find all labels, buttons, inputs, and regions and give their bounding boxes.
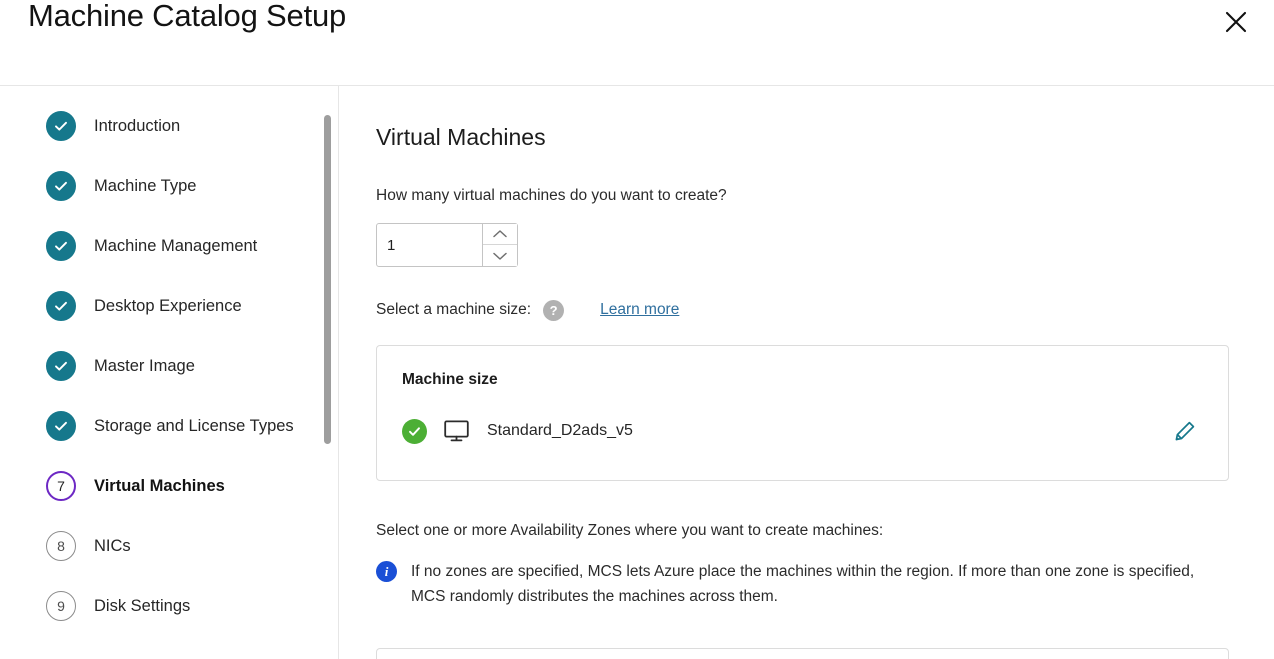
sidebar-item-storage-and-license-types[interactable]: Storage and License Types [40, 396, 338, 456]
step-check-icon [46, 171, 76, 201]
page-title: Machine Catalog Setup [28, 0, 347, 33]
sidebar-item-label: Machine Management [94, 236, 258, 255]
chevron-up-icon[interactable] [483, 224, 517, 245]
availability-zones-info-note: i If no zones are specified, MCS lets Az… [376, 559, 1226, 609]
availability-zones-label: Select one or more Availability Zones wh… [376, 522, 884, 539]
sidebar-item-label: Virtual Machines [94, 476, 225, 495]
sidebar-item-master-image[interactable]: Master Image [40, 336, 338, 396]
step-number-badge: 7 [46, 471, 76, 501]
sidebar-scrollbar-thumb[interactable] [324, 115, 331, 444]
step-check-icon [46, 291, 76, 321]
sidebar-item-label: Storage and License Types [94, 416, 294, 435]
machine-size-card: Machine size Standard_D2ads_v5 [376, 345, 1229, 481]
machine-size-selected-row[interactable]: Standard_D2ads_v5 [402, 414, 1210, 448]
help-icon[interactable]: ? [543, 299, 565, 321]
sidebar-item-label: Introduction [94, 116, 181, 135]
sidebar-item-label: Machine Type [94, 176, 197, 195]
info-icon: i [376, 561, 397, 582]
wizard-step-sidebar: Introduction Machine Type Machine Manage… [0, 86, 339, 659]
sidebar-item-label: NICs [94, 536, 131, 555]
wizard-header: Machine Catalog Setup [0, 0, 1274, 86]
sidebar-scrollbar[interactable] [323, 86, 333, 659]
availability-zones-info-text: If no zones are specified, MCS lets Azur… [411, 563, 1195, 606]
availability-zones-panel[interactable] [376, 648, 1229, 659]
step-check-icon [46, 231, 76, 261]
sidebar-item-introduction[interactable]: Introduction [40, 96, 338, 156]
step-list: Introduction Machine Type Machine Manage… [0, 86, 338, 636]
machine-size-label-row: Select a machine size: ? Learn more [376, 299, 679, 321]
step-number-badge: 8 [46, 531, 76, 561]
vm-count-stepper[interactable] [376, 223, 518, 267]
monitor-icon [444, 420, 469, 442]
learn-more-link[interactable]: Learn more [600, 301, 680, 318]
close-icon[interactable] [1220, 6, 1252, 38]
section-title: Virtual Machines [376, 124, 546, 150]
sidebar-item-nics[interactable]: 8 NICs [40, 516, 338, 576]
machine-size-card-header: Machine size [402, 371, 498, 388]
sidebar-item-label: Desktop Experience [94, 296, 242, 315]
sidebar-item-label: Disk Settings [94, 596, 191, 615]
step-number-badge: 9 [46, 591, 76, 621]
sidebar-item-virtual-machines[interactable]: 7 Virtual Machines [40, 456, 338, 516]
wizard-content-panel: Virtual Machines How many virtual machin… [340, 86, 1274, 659]
vm-count-stepper-buttons [482, 224, 517, 266]
step-check-icon [46, 111, 76, 141]
sidebar-item-desktop-experience[interactable]: Desktop Experience [40, 276, 338, 336]
machine-size-value: Standard_D2ads_v5 [487, 422, 633, 439]
vm-count-input[interactable] [377, 224, 482, 266]
sidebar-item-disk-settings[interactable]: 9 Disk Settings [40, 576, 338, 636]
edit-pencil-icon[interactable] [1170, 416, 1200, 446]
sidebar-item-label: Master Image [94, 356, 195, 375]
machine-size-label: Select a machine size: [376, 301, 532, 318]
step-check-icon [46, 351, 76, 381]
vm-count-question-label: How many virtual machines do you want to… [376, 187, 727, 204]
step-check-icon [46, 411, 76, 441]
sidebar-item-machine-type[interactable]: Machine Type [40, 156, 338, 216]
sidebar-item-machine-management[interactable]: Machine Management [40, 216, 338, 276]
selected-check-icon [402, 418, 427, 444]
chevron-down-icon[interactable] [483, 245, 517, 266]
